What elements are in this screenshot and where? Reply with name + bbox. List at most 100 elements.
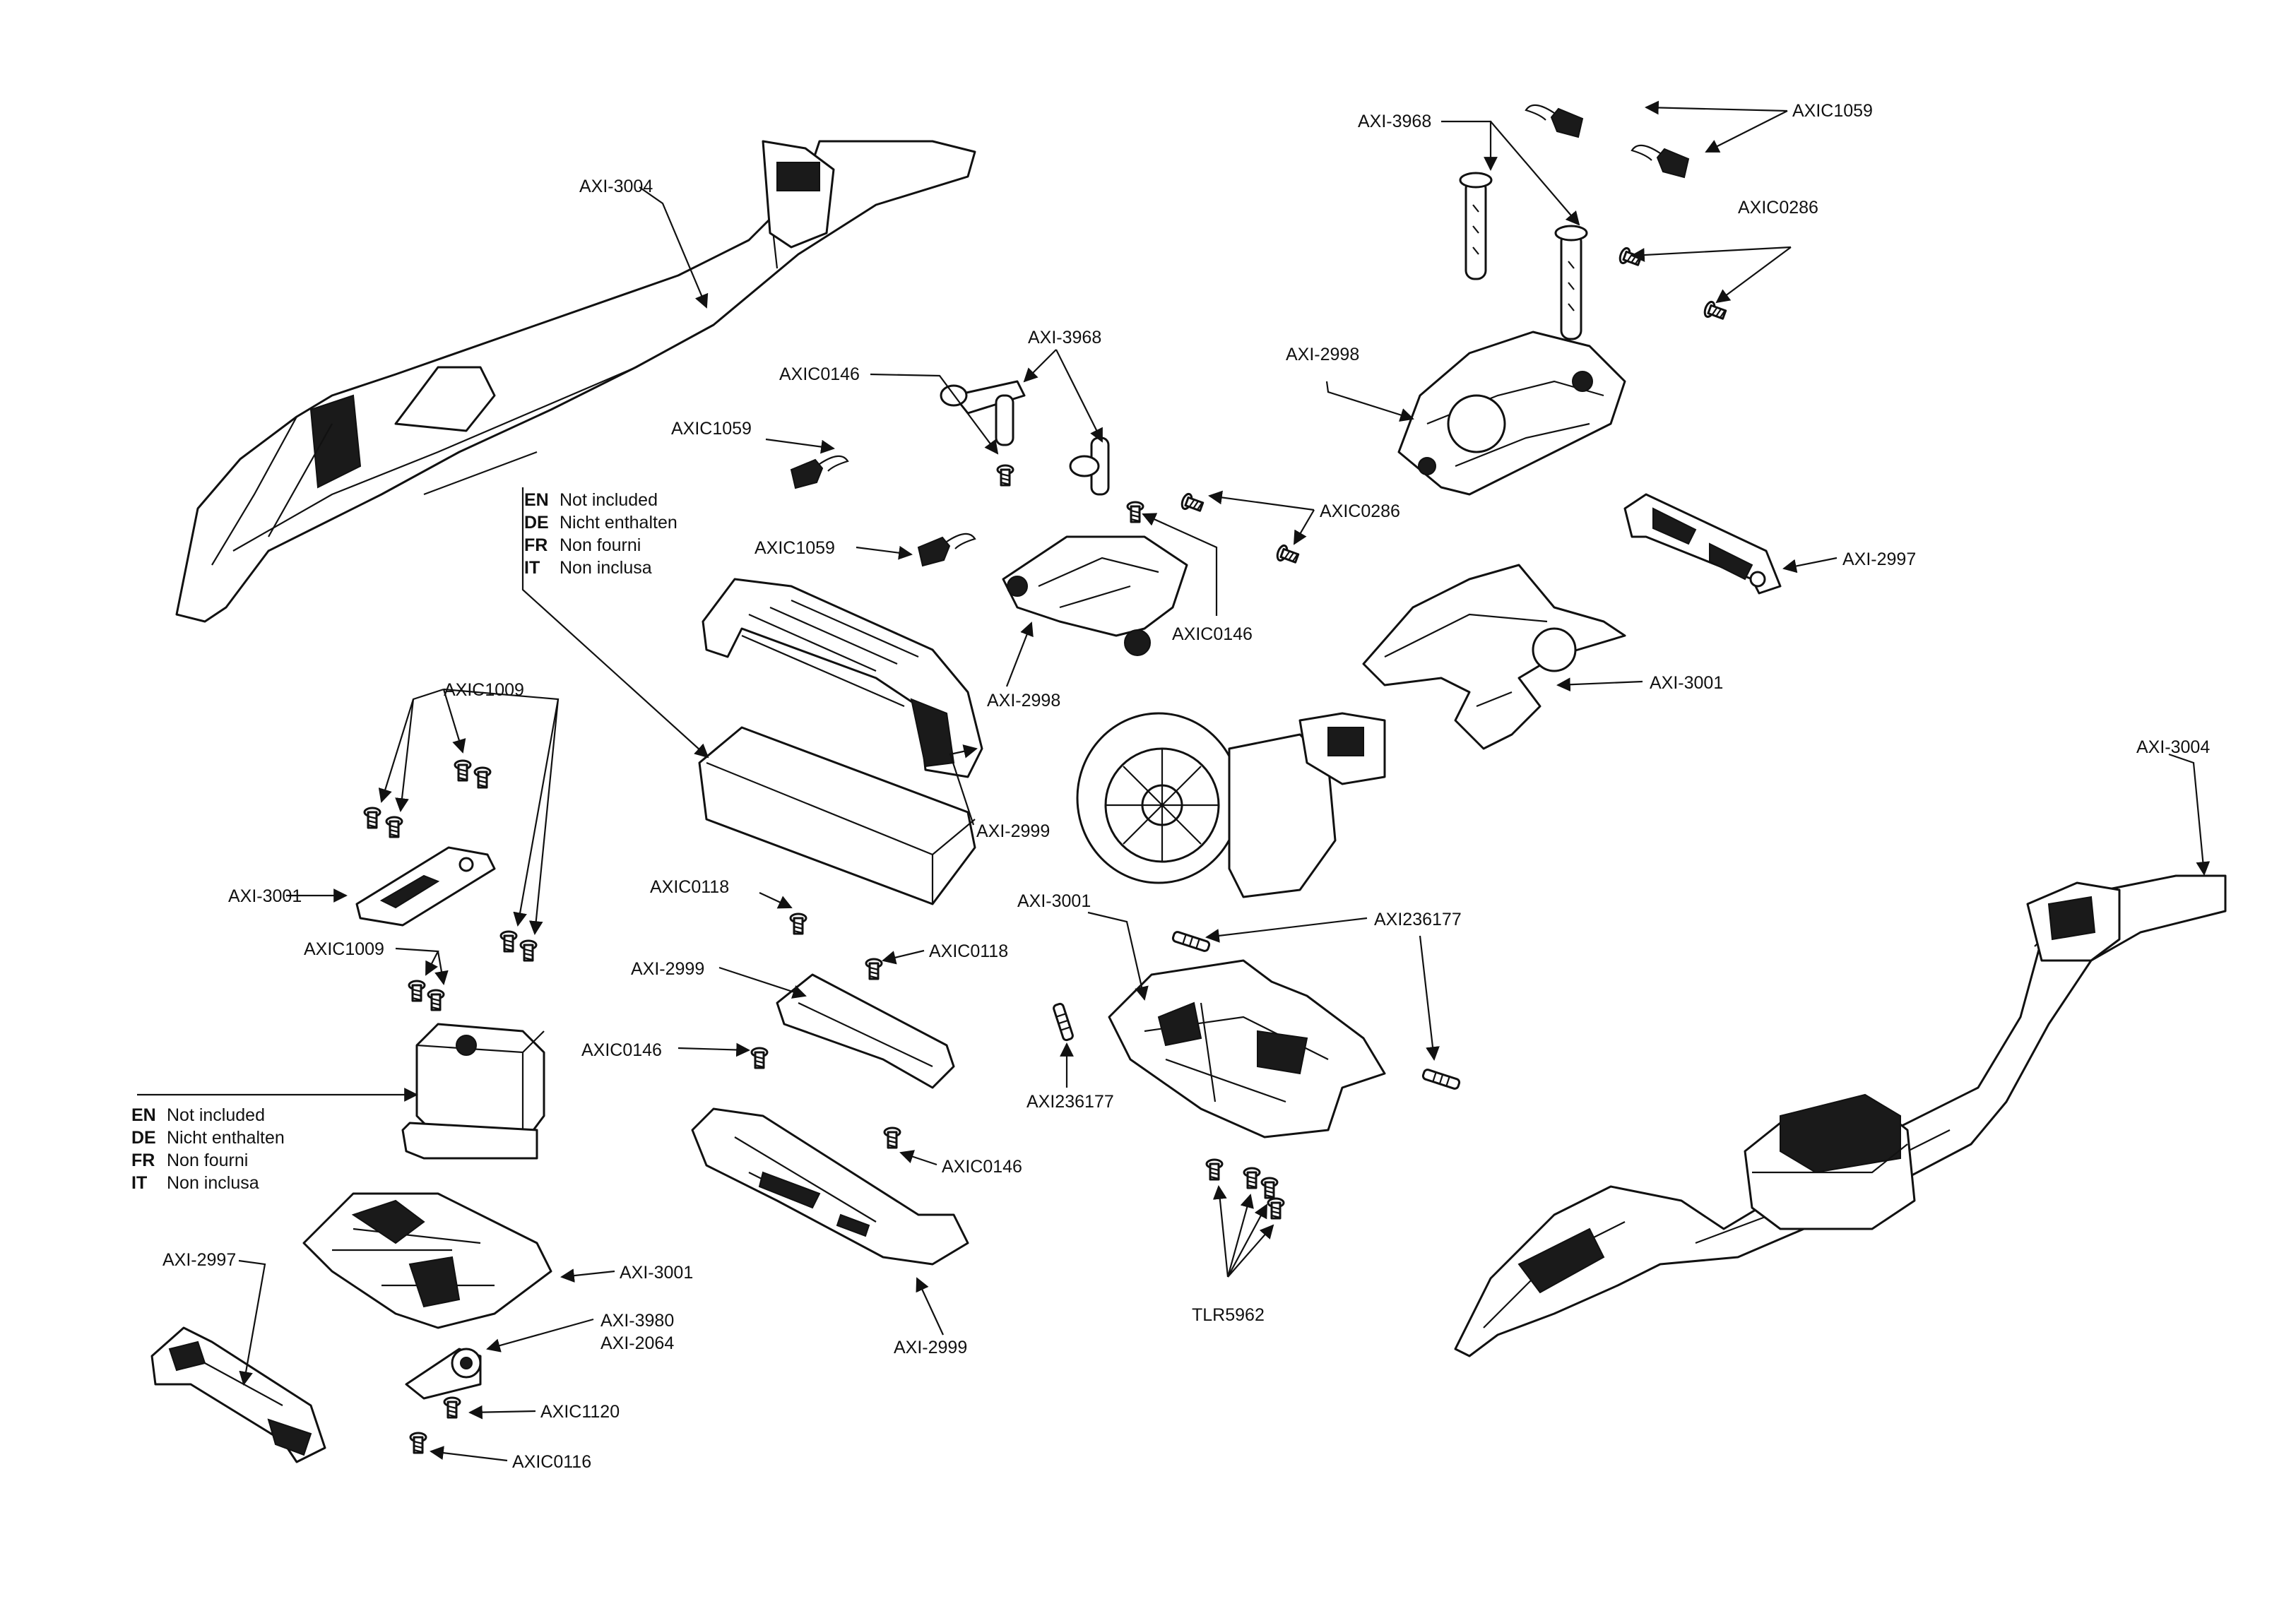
label-axic0118-b: AXIC0118: [929, 941, 1008, 961]
svg-text:EN: EN: [131, 1105, 156, 1125]
svg-text:DE: DE: [524, 513, 549, 533]
svg-text:Nicht enthalten: Nicht enthalten: [167, 1128, 285, 1148]
label-axic1059-top: AXIC1059: [1792, 101, 1873, 121]
screw-c1009-2: [385, 816, 403, 838]
screw-c1009-7: [408, 980, 426, 1002]
shock-hoop-rear: [1362, 564, 1626, 750]
pin-236177-3: [1421, 1067, 1462, 1091]
screw-c1009-1: [363, 807, 381, 829]
label-axic0146-mid: AXIC0146: [1172, 624, 1253, 644]
svg-text:Non fourni: Non fourni: [167, 1151, 248, 1170]
brace-a: [776, 973, 955, 1089]
label-axi2998-top: AXI-2998: [1286, 345, 1359, 364]
part-labels: AXI-3004 AXI-3968 AXIC1059 AXIC0286 AXI-…: [162, 101, 2210, 1472]
label-axic1059-a: AXIC1059: [671, 419, 752, 439]
label-axi2999-battery: AXI-2999: [976, 821, 1050, 841]
servo-plate: [355, 846, 496, 927]
servo-mount-right: [1623, 493, 1782, 595]
label-axi2997-right: AXI-2997: [1842, 549, 1916, 569]
screw-c1009-6: [519, 939, 538, 962]
label-tlr5962: TLR5962: [1192, 1305, 1265, 1325]
clip-top-1: [1525, 104, 1584, 138]
screw-c0146-1: [996, 464, 1014, 487]
screw-c0146-3: [750, 1047, 769, 1069]
center-skid: [1108, 959, 1386, 1139]
screw-tlr5962-1: [1205, 1158, 1224, 1181]
svg-text:FR: FR: [131, 1151, 155, 1170]
label-axic0146-a: AXIC0146: [581, 1040, 662, 1060]
label-axi3980: AXI-3980: [600, 1311, 674, 1331]
label-axi3004-top: AXI-3004: [579, 177, 653, 196]
lower-servo-cage: [302, 1192, 552, 1329]
chassis-rail-left: [175, 140, 976, 623]
svg-text:Non fourni: Non fourni: [560, 535, 641, 555]
label-axi2999-a: AXI-2999: [631, 959, 704, 979]
label-axi3968-top: AXI-3968: [1358, 112, 1431, 131]
svg-text:Non inclusa: Non inclusa: [167, 1173, 259, 1193]
label-axi3001-center: AXI-3001: [1017, 891, 1091, 911]
not-included-note-lower: EN Not included DE Nicht enthalten FR No…: [131, 1105, 285, 1193]
svg-text:Nicht enthalten: Nicht enthalten: [560, 513, 677, 533]
svg-text:Non inclusa: Non inclusa: [560, 558, 652, 578]
pin-236177-1: [1171, 929, 1212, 953]
body-post-mid: [940, 380, 1110, 496]
svg-text:Not included: Not included: [167, 1105, 265, 1125]
screw-c0286-4: [1274, 543, 1301, 567]
label-axi2064: AXI-2064: [600, 1333, 674, 1353]
label-axi3968-mid: AXI-3968: [1028, 328, 1101, 347]
label-axi3001-lower: AXI-3001: [620, 1263, 693, 1283]
esc-unit: [1744, 1093, 1916, 1230]
screw-c0146-2: [1126, 501, 1144, 523]
label-axic0146-top: AXIC0146: [779, 364, 860, 384]
servo-mount-left: [150, 1326, 326, 1463]
screw-tlr5962-4: [1267, 1197, 1285, 1220]
screw-c0146-4: [883, 1126, 901, 1149]
svg-text:IT: IT: [131, 1173, 147, 1193]
battery-pack: [698, 726, 976, 905]
svg-text:DE: DE: [131, 1128, 156, 1148]
not-included-note-upper: EN Not included DE Nicht enthalten FR No…: [524, 490, 677, 578]
screw-c1009-3: [454, 759, 472, 782]
screw-c1120: [443, 1396, 461, 1419]
label-axi3004-right: AXI-3004: [2136, 737, 2210, 757]
label-axi236177-a: AXI236177: [1374, 910, 1462, 929]
label-axic0286-top: AXIC0286: [1738, 198, 1818, 218]
svg-text:Not included: Not included: [560, 490, 658, 510]
transmission-assembly: [1076, 712, 1386, 898]
servo-horn: [405, 1348, 482, 1400]
label-axic0286-mid: AXIC0286: [1320, 501, 1400, 521]
label-axic0118-a: AXIC0118: [650, 877, 729, 897]
svg-text:IT: IT: [524, 558, 540, 578]
screw-c0118-1: [789, 912, 807, 935]
shock-hoop-front: [1397, 331, 1626, 496]
label-axic0116: AXIC0116: [512, 1452, 591, 1472]
clip-top-2: [1631, 144, 1690, 179]
svg-text:EN: EN: [524, 490, 549, 510]
screw-c0118-2: [865, 958, 883, 980]
screw-c0286-1: [1617, 246, 1643, 270]
screw-c1009-5: [499, 930, 518, 953]
pin-236177-2: [1051, 1001, 1075, 1042]
clip-mid-2: [917, 533, 976, 567]
screw-c1009-4: [473, 766, 492, 789]
screw-tlr5962-3: [1260, 1177, 1279, 1199]
label-axic1059-b: AXIC1059: [755, 538, 835, 558]
screw-c0116: [409, 1432, 427, 1454]
battery-strap: [702, 578, 983, 778]
battery-tray: [1002, 535, 1188, 656]
chassis-rail-right: [1454, 874, 2227, 1357]
clip-mid-1: [790, 455, 849, 489]
label-axic1009-b: AXIC1009: [304, 939, 384, 959]
chassis-plate-b: [691, 1107, 969, 1266]
leader-lines: [137, 100, 2211, 1462]
servo: [401, 1023, 545, 1160]
label-axi2998-mid: AXI-2998: [987, 691, 1060, 711]
screw-c1009-8: [427, 989, 445, 1011]
label-axi3001-left: AXI-3001: [228, 886, 302, 906]
label-axic0146-b: AXIC0146: [942, 1157, 1022, 1177]
svg-text:FR: FR: [524, 535, 548, 555]
screw-c0286-3: [1179, 492, 1205, 516]
body-post-pair: [1459, 172, 1588, 340]
label-axic1120: AXIC1120: [540, 1402, 620, 1422]
